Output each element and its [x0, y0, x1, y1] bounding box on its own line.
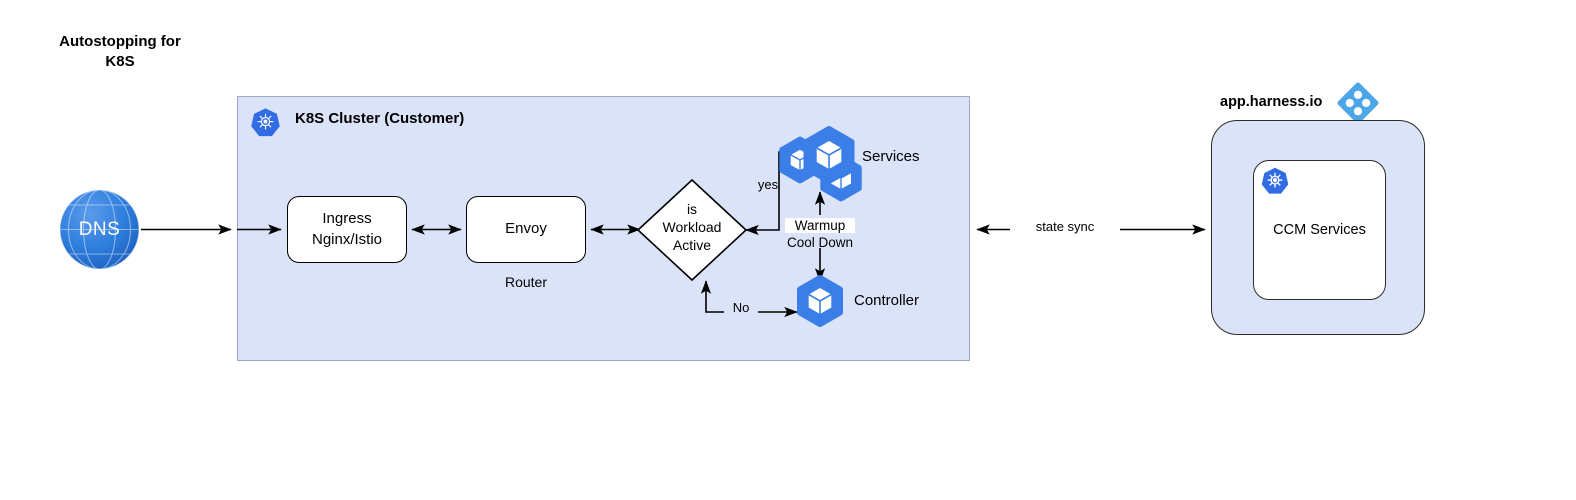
dns-node: DNS: [60, 190, 139, 269]
decision-label: is Workload Active: [662, 201, 722, 254]
edge-label-no: No: [724, 300, 758, 315]
envoy-node[interactable]: Envoy: [466, 196, 586, 263]
ccm-services-label: CCM Services: [1273, 222, 1366, 238]
edge-label-state-sync: state sync: [1010, 219, 1120, 234]
services-label: Services: [862, 148, 920, 165]
edge-label-warmup: Warmup: [785, 218, 855, 233]
envoy-label: Envoy: [505, 220, 547, 238]
router-sublabel: Router: [504, 274, 548, 290]
dns-label: DNS: [78, 218, 121, 240]
harness-title: app.harness.io: [1220, 94, 1323, 110]
page-title: Autostopping for K8S: [59, 33, 181, 71]
controller-label: Controller: [854, 292, 920, 309]
ingress-label: Ingress Nginx/Istio: [311, 210, 383, 248]
edge-label-cooldown: Cool Down: [786, 235, 854, 250]
harness-logo-icon: [1337, 82, 1379, 124]
edge-label-yes: yes: [757, 177, 779, 192]
ingress-node[interactable]: Ingress Nginx/Istio: [287, 196, 407, 263]
cluster-title: K8S Cluster (Customer): [295, 110, 465, 127]
